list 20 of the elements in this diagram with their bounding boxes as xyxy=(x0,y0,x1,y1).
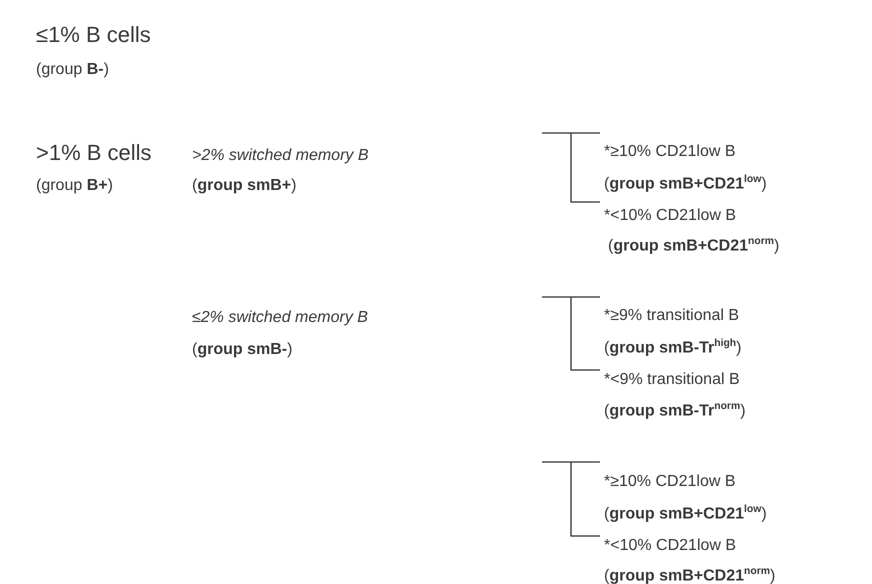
group-label: (group B-) xyxy=(36,60,109,80)
group-label: (group smB-Tr$^{norm}$) xyxy=(604,401,746,421)
category-heading: ≤1% B cells xyxy=(36,22,151,48)
group-label: (group smB+CD21$^{norm}$) xyxy=(604,566,776,584)
group-label: (group smB-) xyxy=(192,340,292,360)
category-heading: >1% B cells xyxy=(36,140,152,166)
group-label: (group smB+CD21$^{low}$) xyxy=(604,504,767,524)
group-label: ≤2% switched memory B xyxy=(192,308,368,328)
group-label: (group smB+) xyxy=(192,176,296,196)
group-label: (group smB+CD21$^{norm}$) xyxy=(608,236,780,256)
group-label: *<10% CD21low B xyxy=(604,536,736,556)
group-label: (group smB+CD21$^{low}$) xyxy=(604,174,767,194)
group-label: (group B+) xyxy=(36,176,113,196)
group-label: (group smB-Tr$^{high}$) xyxy=(604,338,742,358)
group-label: *<9% transitional B xyxy=(604,370,740,390)
group-label: *≥10% CD21low B xyxy=(604,142,736,162)
group-label: *<10% CD21low B xyxy=(604,206,736,226)
group-label: *≥10% CD21low B xyxy=(604,472,736,492)
group-label: *≥9% transitional B xyxy=(604,306,740,326)
group-label: >2% switched memory B xyxy=(192,146,369,166)
